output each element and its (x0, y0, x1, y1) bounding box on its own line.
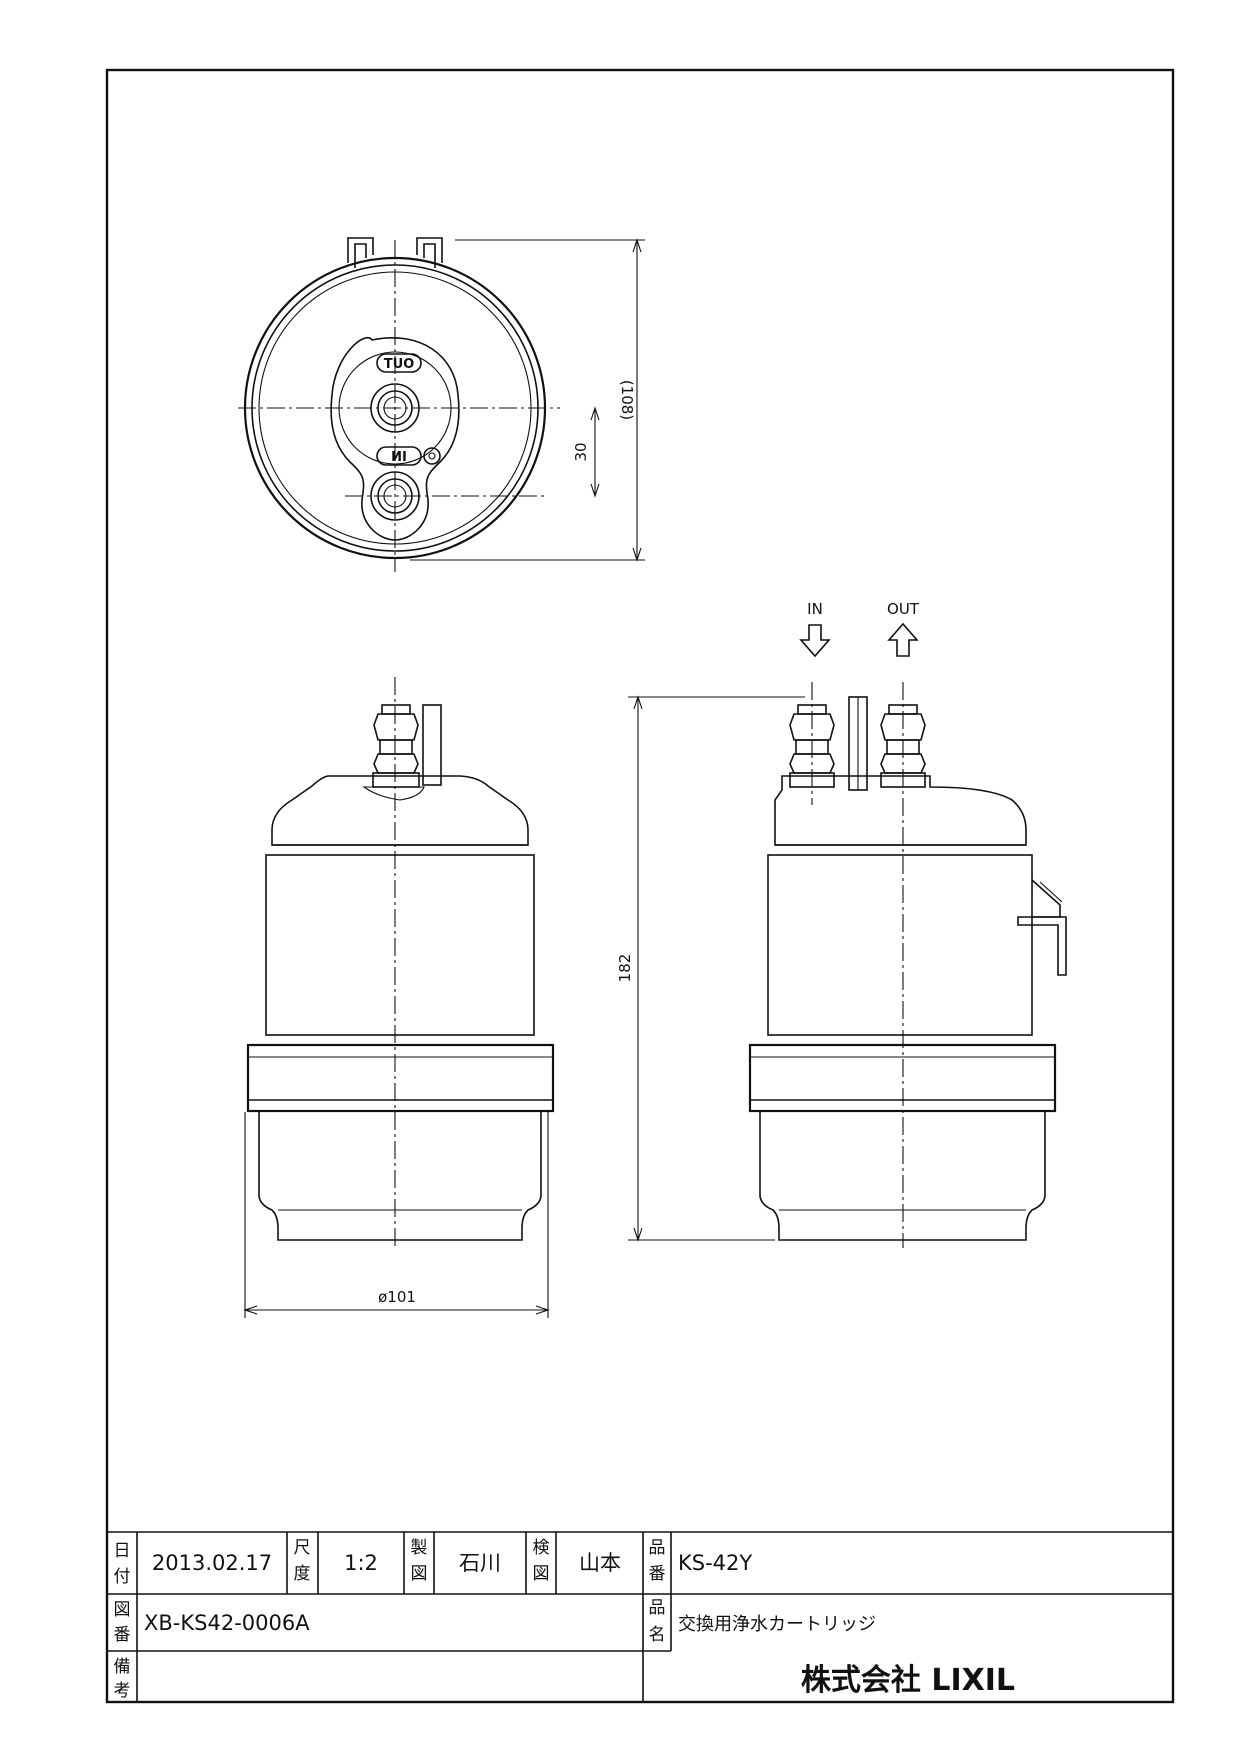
scale-label-2: 度 (294, 1564, 311, 1584)
out-badge-label: OUT (384, 357, 415, 372)
scale-label-1: 尺 (294, 1538, 311, 1558)
drawn-value: 石川 (459, 1551, 501, 1575)
remarks-label-2: 考 (114, 1681, 131, 1701)
product-name-value: 交換用浄水カートリッジ (678, 1614, 876, 1635)
drawing-frame (105, 68, 1175, 1704)
in-badge-label: IN (391, 450, 407, 465)
part-no-label-2: 番 (649, 1564, 666, 1584)
dim-top-overall: (108) (618, 380, 636, 420)
product-name-label-2: 名 (649, 1625, 666, 1645)
scale-value: 1:2 (344, 1551, 378, 1575)
checked-label-2: 図 (533, 1564, 550, 1584)
side-view: IN OUT (616, 600, 1067, 1248)
drawn-label-2: 図 (411, 1564, 428, 1584)
part-no-label-1: 品 (649, 1538, 666, 1558)
part-no-value: KS-42Y (678, 1551, 752, 1575)
date-value: 2013.02.17 (152, 1551, 272, 1575)
title-block: 日 付 2013.02.17 尺 度 1:2 製 図 石川 検 図 山本 品 番… (107, 1531, 1173, 1702)
dim-height: 182 (616, 954, 634, 983)
drawing-no-label-1: 図 (114, 1600, 131, 1620)
dim-port-spacing: 30 (572, 442, 590, 461)
date-label-2: 付 (114, 1567, 131, 1587)
product-name-label-1: 品 (649, 1598, 666, 1618)
top-view: OUT IN (108) 30 (238, 237, 645, 572)
in-arrow-icon (799, 624, 831, 658)
remarks-label-1: 備 (114, 1657, 131, 1677)
company-logo: 株式会社 LIXIL (801, 1663, 1015, 1698)
arrow-in-label: IN (807, 600, 823, 618)
checked-value: 山本 (579, 1551, 621, 1575)
date-label-1: 日 (114, 1541, 131, 1561)
dim-diameter: ø101 (378, 1288, 416, 1306)
arrow-out-label: OUT (887, 600, 920, 618)
checked-label-1: 検 (533, 1538, 550, 1558)
front-view: ø101 (243, 677, 555, 1318)
drawing-no-label-2: 番 (114, 1625, 131, 1645)
out-arrow-icon (887, 622, 919, 657)
drawing-no-value: XB-KS42-0006A (144, 1611, 310, 1635)
drawn-label-1: 製 (411, 1538, 428, 1558)
